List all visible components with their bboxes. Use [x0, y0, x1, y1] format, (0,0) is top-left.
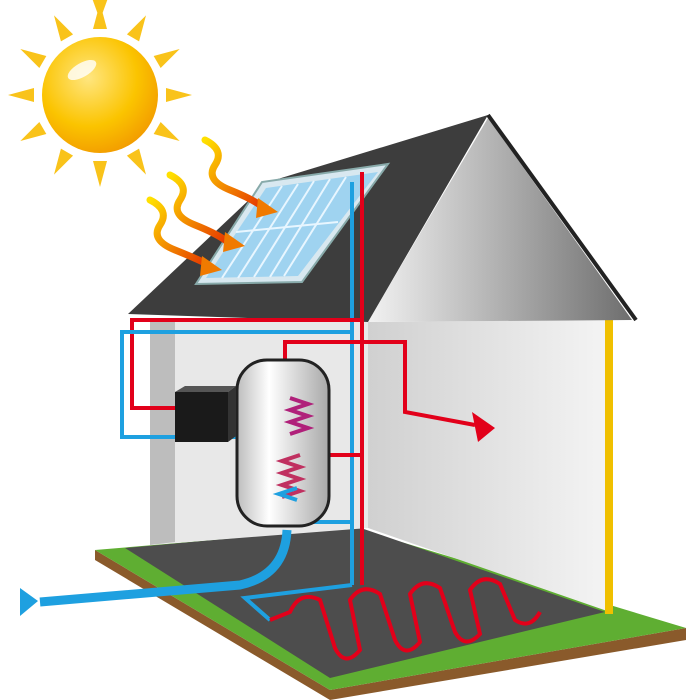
hot-loop-boiler [130, 318, 362, 410]
soil-edge [95, 550, 686, 700]
arrow-out-icon [472, 412, 495, 442]
gable [368, 118, 632, 322]
pipes [120, 172, 476, 622]
water-tank-icon [235, 358, 331, 528]
arrow-in-icon [20, 588, 38, 616]
sun-icon [8, 0, 192, 187]
wall-edge [605, 318, 613, 614]
heat-wave-icon [146, 136, 264, 267]
solar-panel-icon [194, 162, 391, 286]
floor [125, 527, 605, 678]
floor-feed [240, 583, 353, 622]
boiler-icon [175, 386, 236, 442]
floor-heating-coil [269, 577, 542, 661]
back-wall [368, 320, 610, 612]
cold-water-inlet [39, 529, 292, 607]
heat-arrowheads [200, 198, 278, 276]
ground [95, 527, 686, 700]
side-wall-shadow [150, 322, 175, 545]
roof-edge [486, 113, 638, 322]
hot-out [283, 340, 476, 427]
cold-loop-boiler [120, 330, 352, 439]
